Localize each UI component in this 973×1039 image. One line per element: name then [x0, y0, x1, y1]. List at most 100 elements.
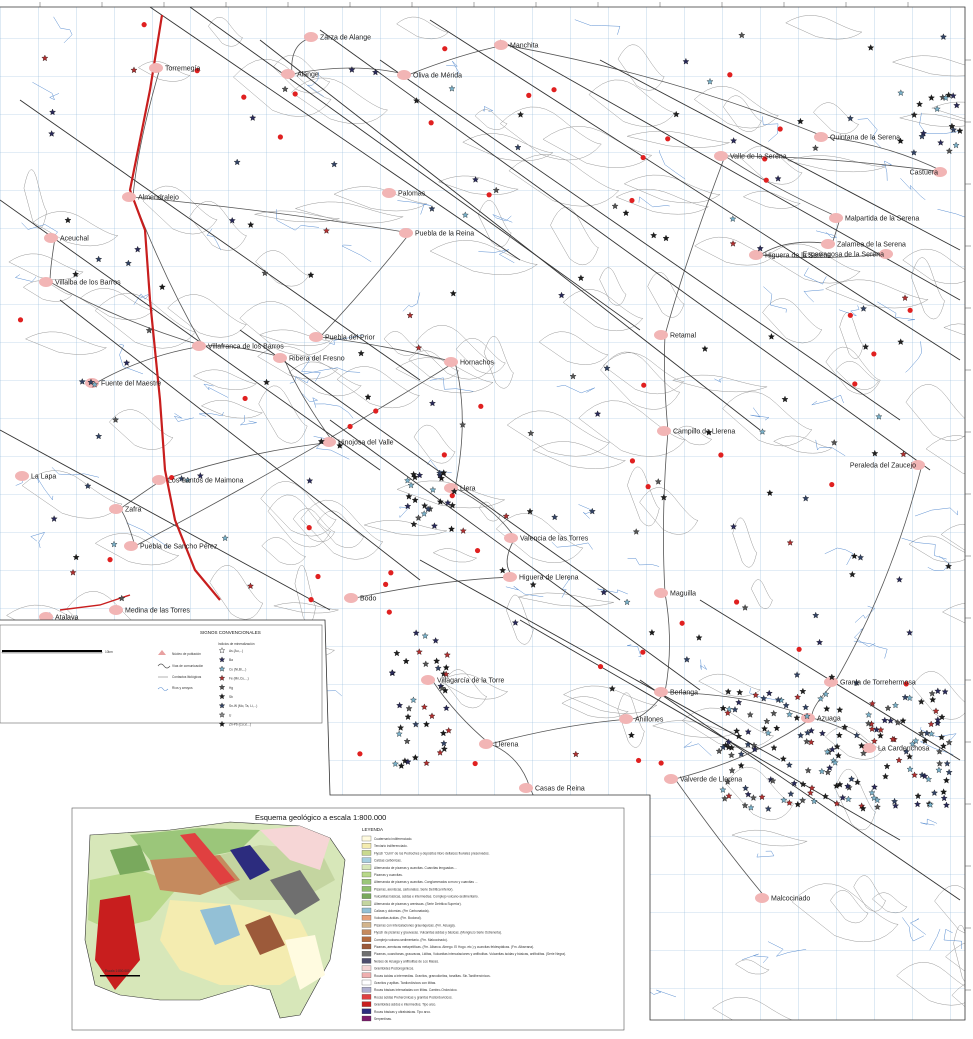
mineral-star-icon [794, 693, 802, 701]
town-label: Puebla del Prior [325, 335, 375, 342]
mineral-star-icon [69, 569, 77, 576]
mineral-star-icon [124, 259, 132, 267]
mineral-star-icon [906, 753, 913, 760]
red-dot-symbol [641, 382, 647, 388]
mineral-star-icon [766, 489, 774, 496]
settlement-symbol [879, 249, 893, 259]
svg-text:Vías de comunicación: Vías de comunicación [172, 664, 203, 668]
mineral-star-icon [416, 471, 424, 479]
mineral-star-icon [948, 122, 956, 130]
legend-title: SIGNOS CONVENCIONALES [200, 630, 261, 635]
mineral-star-icon [803, 712, 811, 720]
mineral-star-icon [933, 105, 941, 112]
mineral-star-icon [828, 745, 836, 753]
red-dot-symbol [526, 92, 532, 98]
geo-unit-label: Complejo volcano-sedimentario. (Fm. Malc… [374, 938, 448, 942]
mineral-star-icon [911, 771, 918, 779]
red-dot-symbol [306, 525, 312, 531]
mineral-star-icon [218, 711, 226, 718]
mineral-star-icon [892, 802, 899, 809]
red-dot-symbol [315, 573, 321, 580]
mineral-star-icon [941, 688, 949, 695]
town-label: Granja de Torrehermosa [840, 680, 916, 687]
mineral-star-icon [918, 132, 926, 140]
mineral-star-icon [758, 793, 766, 801]
mineral-star-icon [395, 730, 403, 737]
geo-unit-label: Pizarras, areniscas metapelíticas. (Fm. … [374, 945, 534, 949]
mineral-star-icon [730, 137, 738, 144]
geo-unit-label: Alternancia de pizarras y areniscas. (Se… [374, 902, 462, 906]
mineral-star-icon [721, 795, 729, 802]
mineral-star-icon [438, 684, 446, 692]
red-dot-symbol [640, 649, 646, 655]
mineral-star-icon [317, 437, 325, 445]
mineral-star-icon [817, 695, 825, 702]
mineral-star-icon [49, 108, 56, 116]
geo-unit-swatch [361, 843, 372, 849]
mineral-star-icon [608, 685, 616, 692]
mineral-star-icon [719, 704, 727, 712]
mineral-star-icon [323, 227, 330, 234]
settlement-symbol [714, 151, 728, 161]
mineral-star-icon [48, 130, 56, 137]
geo-unit-swatch [361, 900, 372, 906]
mineral-star-icon [860, 749, 867, 757]
town-label: Casas de Reina [535, 786, 585, 793]
mineral-star-icon [218, 684, 226, 690]
mineral-star-icon [440, 739, 448, 747]
mineral-star-icon [683, 656, 691, 663]
mineral-star-icon [786, 710, 793, 718]
town-label: Villalba de los Barros [55, 280, 121, 287]
mineral-star-icon [882, 772, 889, 780]
mineral-star-icon [906, 629, 914, 636]
geo-scheme-title: Esquema geológico a escala 1:800.000 [255, 813, 386, 822]
mineral-star-icon [912, 737, 920, 744]
mineral-star-icon [899, 717, 907, 724]
red-dot-symbol [852, 381, 858, 387]
mineral-star-icon [928, 94, 935, 101]
settlement-symbol [39, 277, 53, 287]
geo-unit-swatch [361, 857, 372, 863]
mineral-star-icon [794, 800, 802, 808]
mineral-star-icon [415, 344, 423, 351]
mineral-star-icon [420, 510, 428, 517]
mineral-star-icon [572, 750, 580, 758]
settlement-symbol [124, 541, 138, 551]
mineral-star-icon [793, 671, 801, 678]
mineral-star-icon [943, 760, 951, 767]
geo-unit-label: Pizarras, cuarcitonas, grauvacas, Lidita… [374, 952, 566, 956]
settlement-symbol [39, 612, 53, 622]
geo-unit-swatch [361, 922, 372, 928]
mineral-star-icon [862, 343, 870, 350]
settlement-symbol [654, 588, 668, 598]
red-dot-symbol [478, 403, 484, 409]
town-label: Zalamea de la Serena [837, 242, 906, 249]
mineral-star-icon [391, 760, 399, 767]
mineral-star-icon [196, 472, 204, 479]
geo-unit-swatch [361, 835, 372, 842]
mineral-star-icon [411, 473, 419, 481]
mineral-star-icon [91, 381, 99, 388]
coordinate-margins [39, 2, 971, 991]
mineral-star-icon [307, 271, 315, 279]
mineral-star-icon [724, 709, 732, 716]
mineral-star-icon [934, 719, 942, 727]
svg-text:Núcleo de población: Núcleo de población [172, 652, 201, 656]
mineral-star-icon [785, 799, 793, 806]
mineral-star-icon [695, 634, 703, 641]
settlement-symbol [273, 353, 287, 363]
mineral-star-icon [517, 111, 524, 118]
mineral-star-icon [804, 729, 811, 736]
mineral-star-icon [735, 698, 743, 706]
town-label: Malcocinado [771, 896, 810, 903]
mineral-star-icon [751, 745, 759, 753]
settlement-symbol [654, 330, 668, 340]
mineral-label: Sn-W (Mo, Ta, Li,...) [229, 704, 257, 708]
red-dot-symbol [241, 94, 247, 100]
mineral-star-icon [923, 729, 931, 737]
mineral-star-icon [910, 111, 918, 118]
red-dot-symbol [441, 452, 447, 458]
mineral-star-icon [744, 740, 752, 748]
main-highway [128, 14, 221, 601]
